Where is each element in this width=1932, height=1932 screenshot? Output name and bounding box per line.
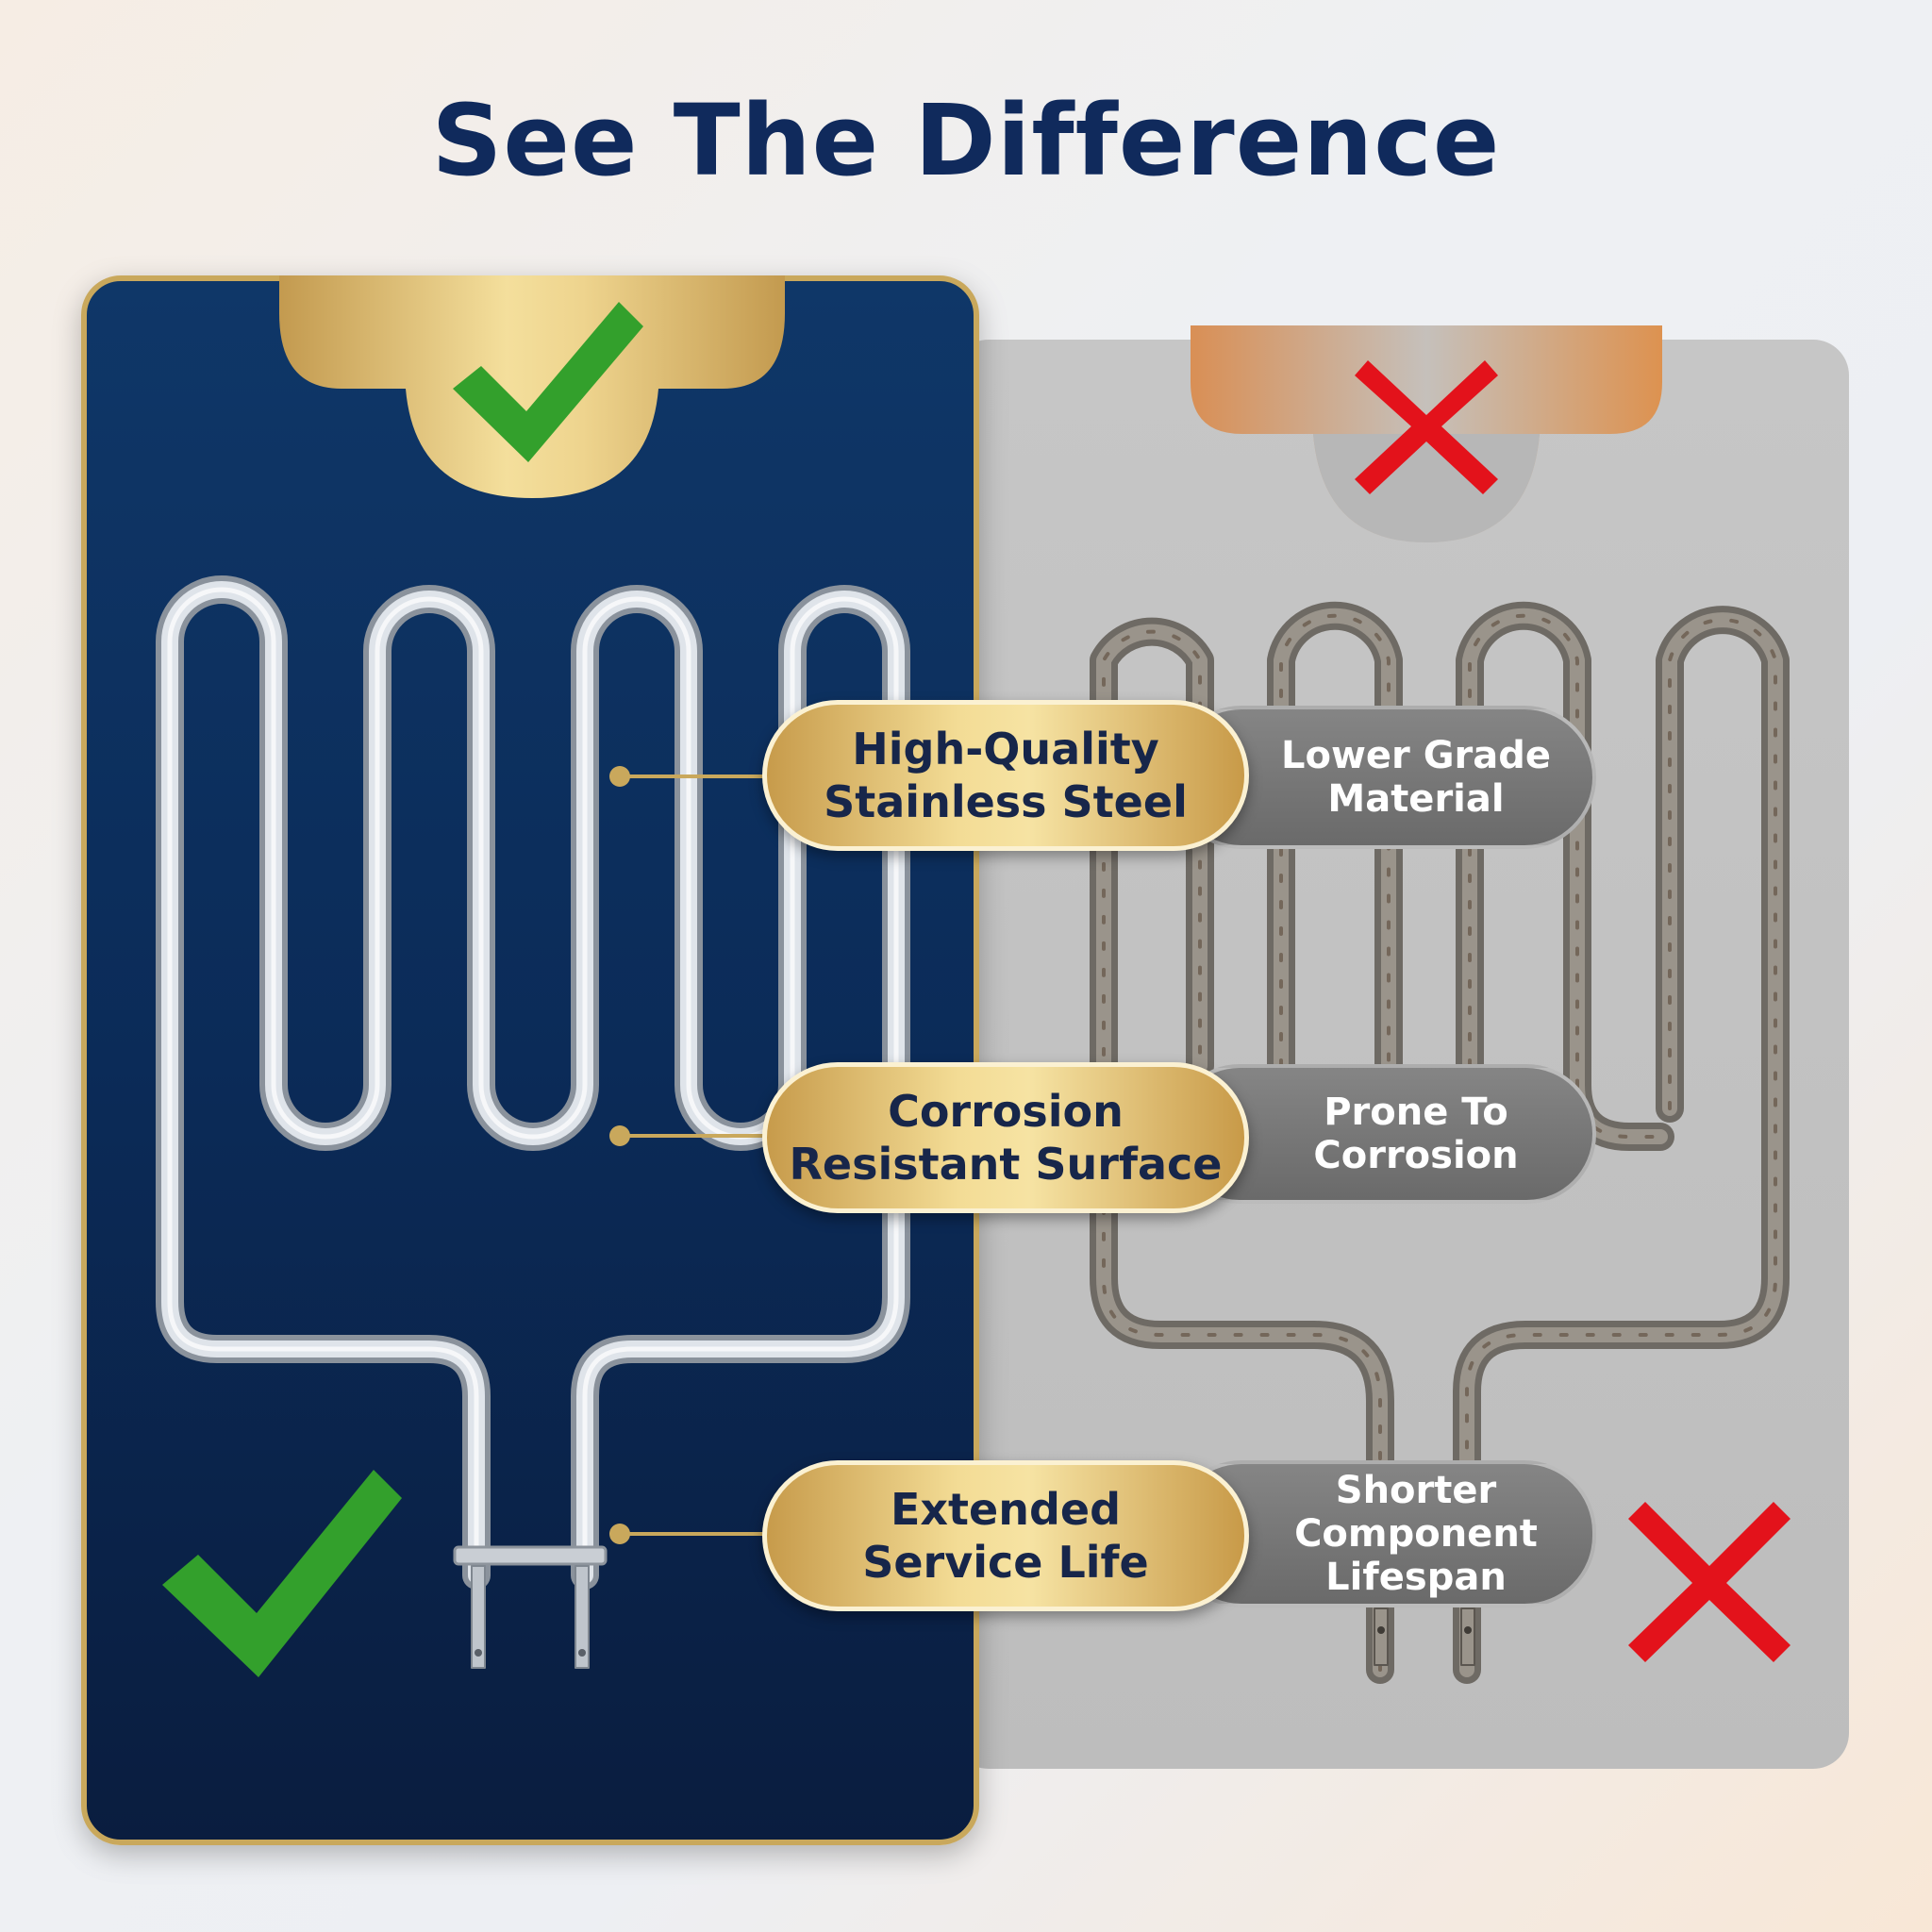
stainless-element [156, 575, 910, 1669]
lower-grade-element [1090, 601, 1790, 1684]
check-icon [453, 302, 643, 462]
callout-dot [609, 1524, 630, 1544]
cross-icon [1628, 1502, 1790, 1662]
callout-dot [609, 766, 630, 787]
premium-tab [279, 275, 785, 502]
cross-icon [1355, 360, 1498, 494]
check-icon [162, 1470, 402, 1677]
callout-leaders [620, 774, 774, 1536]
callout-dot [609, 1125, 630, 1146]
page-title: See The Difference [431, 83, 1501, 198]
